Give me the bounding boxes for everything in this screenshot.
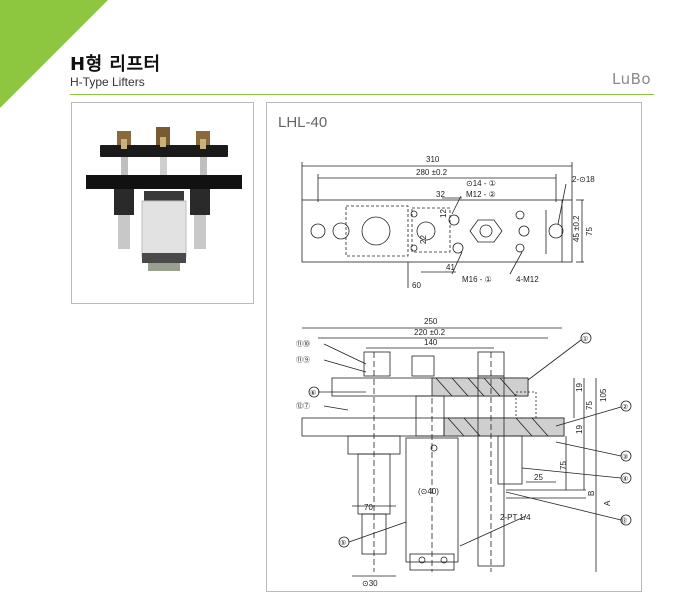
dim-B: B: [587, 491, 596, 496]
lifter-illustration: [86, 127, 242, 271]
dim-32: 32: [436, 190, 445, 199]
dim-105: 105: [599, 388, 608, 402]
dim-22: 22: [419, 235, 428, 244]
callout-5: ⑤: [340, 539, 346, 547]
dim-70: 70: [364, 503, 373, 512]
callout-2: ②: [622, 403, 628, 411]
dim-30: ⊙30: [362, 579, 378, 588]
dim-19a: 19: [575, 383, 584, 392]
callout-11-9: ⑪⑨: [296, 356, 310, 364]
dim-250: 250: [424, 317, 438, 326]
dim-40: (⊙40): [418, 487, 439, 496]
dim-310: 310: [426, 155, 440, 164]
dim-75: 75: [585, 227, 594, 236]
technical-drawing: [266, 102, 642, 592]
dim-19b: 19: [575, 425, 584, 434]
model-label: LHL-40: [278, 114, 328, 131]
dim-41: 41: [446, 263, 455, 272]
dim-14: ⊙14 - ①: [466, 179, 496, 188]
dim-pt: 2-PT 1/4: [500, 513, 531, 522]
dim-280: 280 ±0.2: [416, 168, 448, 177]
page-title: H형 리프터: [70, 54, 161, 75]
drawing-canvas: 310 280 ±0.2 32 12 ⊙14 - ① M12 - ② 2-⊙18…: [296, 155, 632, 588]
dim-m16: M16 - ①: [462, 275, 492, 284]
callout-6: ⑥: [310, 389, 316, 397]
dim-75a: 75: [585, 401, 594, 410]
dim-12: 12: [439, 209, 448, 218]
header-rule: [70, 94, 654, 95]
dim-A: A: [603, 500, 612, 506]
callout-3: ③: [622, 453, 628, 461]
dim-m12-2: M12 - ②: [466, 190, 496, 199]
dim-140: 140: [424, 338, 438, 347]
dim-4m12: 4-M12: [516, 275, 539, 284]
brand-logo: LuBo: [612, 70, 652, 88]
dim-45: 45 ±0.2: [572, 215, 581, 242]
callout-1: ①: [582, 335, 588, 343]
corner-accent: [0, 0, 108, 108]
dim-75b: 75: [559, 461, 568, 470]
callout-11-10: ⑪⑩: [296, 340, 310, 348]
product-photo: [71, 102, 254, 304]
dim-60: 60: [412, 281, 421, 290]
callout-4: ④: [622, 475, 628, 483]
callout-13: ⑬: [620, 517, 627, 525]
callout-12-7: ⑫⑦: [296, 402, 310, 410]
dim-25: 25: [534, 473, 543, 482]
dim-2-18: 2-⊙18: [572, 175, 595, 184]
page-subtitle: H-Type Lifters: [70, 75, 145, 89]
dim-220: 220 ±0.2: [414, 328, 446, 337]
